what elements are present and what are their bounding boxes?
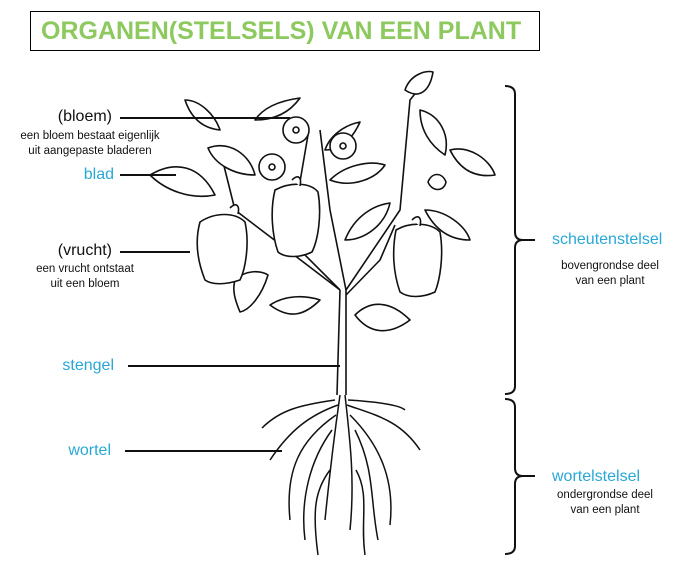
page-title: ORGANEN(STELSELS) VAN EEN PLANT: [41, 17, 522, 45]
root-bracket: [504, 398, 535, 555]
vrucht-desc-line-2: uit een bloem: [50, 278, 120, 290]
root-desc-line-1: ondergrondse deel: [557, 489, 653, 501]
label-stengel: stengel: [62, 357, 114, 374]
leaves: [149, 70, 496, 332]
root-desc-line-2: van een plant: [570, 504, 640, 516]
title-box: ORGANEN(STELSELS) VAN EEN PLANT: [30, 11, 540, 51]
label-wortelstelsel: wortelstelsel: [552, 468, 641, 485]
flowers: [258, 116, 447, 191]
shoot-description: bovengrondse deel van een plant: [540, 259, 680, 289]
peppers: [196, 176, 443, 298]
vrucht-description: een vrucht ontstaat uit een bloem: [10, 262, 160, 292]
label-bloem: (bloem): [57, 108, 112, 125]
label-blad: blad: [83, 166, 114, 183]
root-description: ondergrondse deel van een plant: [535, 488, 675, 518]
shoot-desc-line-2: van een plant: [575, 275, 645, 287]
label-wortel: wortel: [68, 442, 111, 459]
pointer-lines: [120, 117, 340, 452]
label-vrucht: (vrucht): [57, 242, 112, 259]
bloem-desc-line-1: een bloem bestaat eigenlijk: [20, 130, 160, 142]
vrucht-desc-line-1: een vrucht ontstaat: [36, 263, 134, 275]
bloem-desc-line-2: uit aangepaste bladeren: [28, 145, 152, 157]
roots: [261, 394, 421, 556]
shoot-desc-line-1: bovengrondse deel: [561, 260, 659, 272]
label-scheutenstelsel: scheutenstelsel: [552, 231, 663, 248]
shoot-bracket: [504, 85, 535, 395]
bloem-description: een bloem bestaat eigenlijk uit aangepas…: [5, 129, 175, 159]
